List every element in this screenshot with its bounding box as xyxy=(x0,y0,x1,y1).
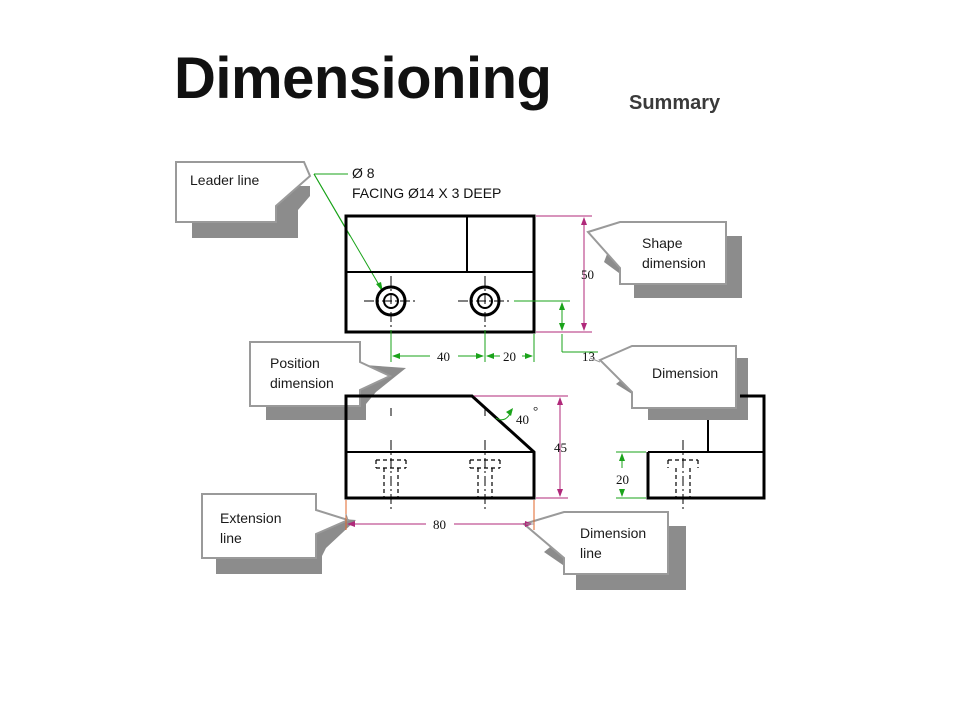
page-subtitle: Summary xyxy=(629,92,721,114)
callout-pointers xyxy=(345,357,601,525)
side-view-arrowheads xyxy=(619,453,625,497)
dim-50-label: 50 xyxy=(581,267,594,282)
dim-45-label: 45 xyxy=(554,440,567,455)
callout-dimension-line-label-2: line xyxy=(580,545,602,561)
front-view-arrowheads xyxy=(347,397,563,527)
callout-extension-line-label-1: Extension xyxy=(220,510,281,526)
callout-dimension-label-1: Dimension xyxy=(652,365,718,381)
dim-20-side-label: 20 xyxy=(616,472,629,487)
dim-degree-mark: ° xyxy=(533,403,538,418)
callout-extension-line-label-2: line xyxy=(220,530,242,546)
page-title: Dimensioning xyxy=(174,46,552,111)
front-view xyxy=(344,394,536,512)
dim-40-label: 40 xyxy=(437,349,450,364)
side-view xyxy=(646,394,766,512)
dim-20-label: 20 xyxy=(503,349,516,364)
callout-leader-line-label-1: Leader line xyxy=(190,172,259,188)
top-view-dimensions xyxy=(390,215,598,362)
top-view xyxy=(344,214,536,334)
dim-80-label: 80 xyxy=(433,517,446,532)
callout-position-dimension-label-1: Position xyxy=(270,355,320,371)
top-view-arrowheads xyxy=(392,217,587,359)
callout-dimension-line-label-1: Dimension xyxy=(580,525,646,541)
callout-extension-line: Extension line xyxy=(201,493,356,574)
hole-note-line-1: Ø 8 xyxy=(352,165,375,181)
callout-leader-line: Leader line xyxy=(175,161,312,238)
hole-note-line-2: FACING Ø14 X 3 DEEP xyxy=(352,185,501,201)
dim-13-label: 13 xyxy=(582,349,595,364)
callout-shape-dimension: Shape dimension xyxy=(586,221,742,298)
dim-angle-label: 40 xyxy=(516,412,529,427)
front-view-dimensions xyxy=(345,395,568,530)
callout-dimension-line: Dimension line xyxy=(521,511,686,590)
leader-lines xyxy=(313,173,383,291)
callout-shape-dimension-label-2: dimension xyxy=(642,255,706,271)
callout-position-dimension-label-2: dimension xyxy=(270,375,334,391)
callout-shape-dimension-label-1: Shape xyxy=(642,235,683,251)
callout-position-dimension: Position dimension xyxy=(249,341,406,420)
callout-dimension: Dimension xyxy=(598,345,748,420)
